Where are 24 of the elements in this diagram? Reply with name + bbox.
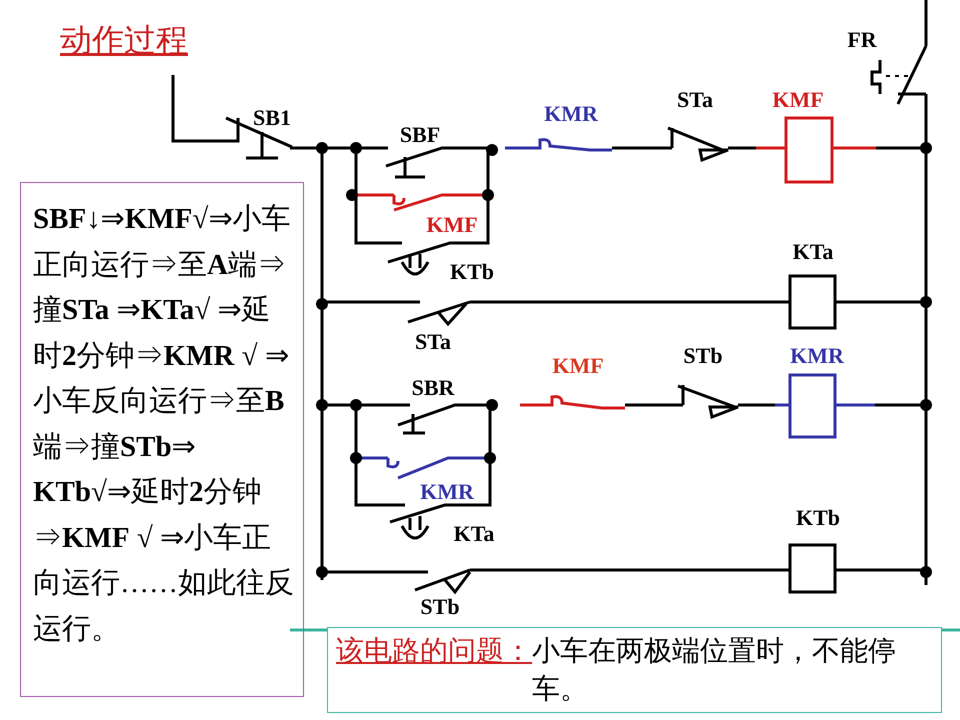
- process-text: SBF↓⇒KMF√⇒小车正向运行⇒至A端⇒撞STa ⇒KTa√ ⇒延时2分钟⇒KMR √ ⇒小车反向运行⇒至B端⇒撞STb⇒ KTb√⇒延时2分钟⇒KMF √ ⇒小车正向运行……如此往反运行。: [33, 202, 295, 646]
- component-label: STa: [415, 331, 451, 353]
- component-label: STb: [683, 345, 723, 367]
- component-label: SBF: [400, 124, 440, 146]
- component-label: KTa: [792, 241, 834, 263]
- component-label: STa: [677, 89, 713, 111]
- component-label: KMF: [552, 355, 604, 377]
- component-label: FR: [847, 29, 877, 51]
- component-label: KMR: [790, 345, 844, 367]
- component-label: SB1: [253, 107, 291, 129]
- note-heading: 该电路的问题：: [336, 635, 532, 669]
- component-label: KMF: [772, 89, 824, 111]
- component-label: KTb: [450, 261, 494, 283]
- title: 动作过程: [60, 21, 188, 60]
- process-text-box: [20, 182, 304, 697]
- component-label: KMR: [544, 103, 598, 125]
- component-label: SBR: [412, 377, 454, 399]
- component-label: KMF: [426, 214, 478, 236]
- component-label: KMR: [420, 481, 474, 503]
- note-box: [327, 627, 942, 713]
- note-text: 小车在两极端位置时，不能停车。: [532, 635, 897, 707]
- component-label: KTb: [796, 507, 840, 529]
- component-label: STb: [420, 596, 460, 618]
- component-label: KTa: [454, 523, 494, 545]
